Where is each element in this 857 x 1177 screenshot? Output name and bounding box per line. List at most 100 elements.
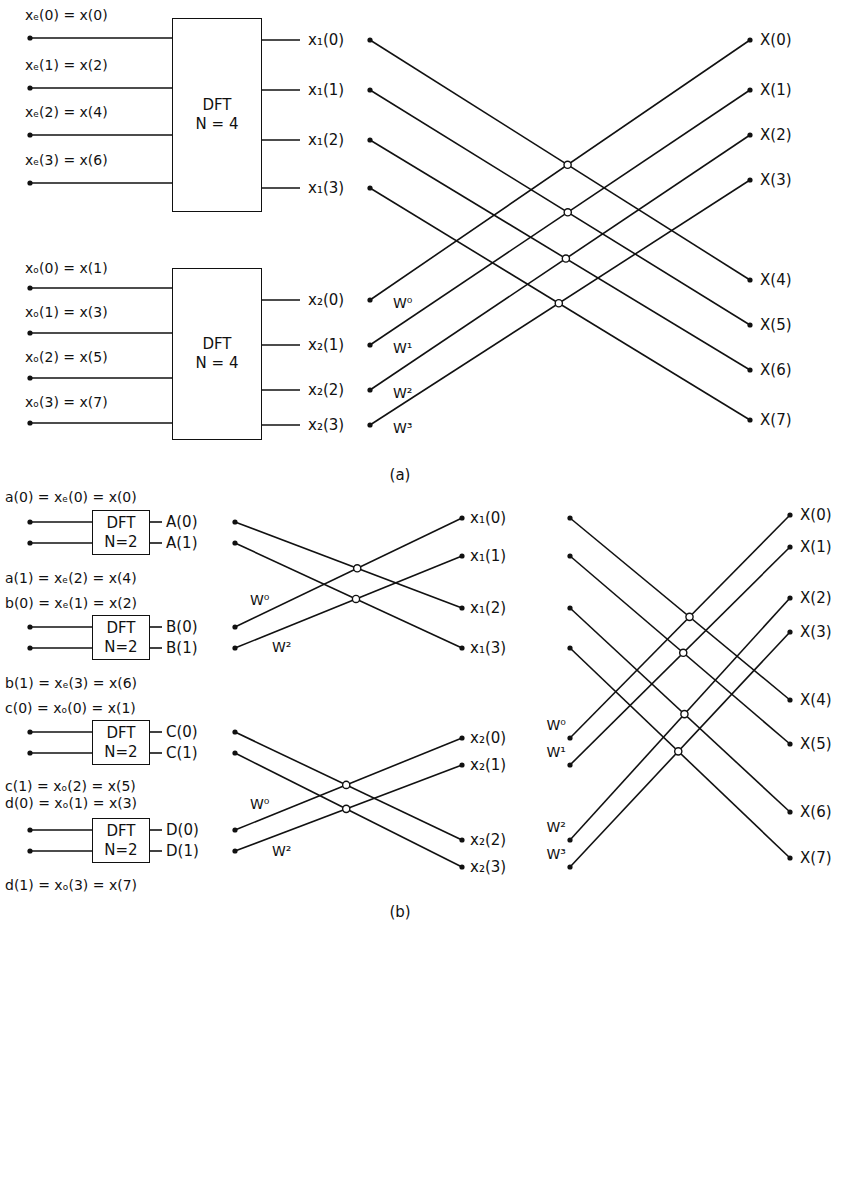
signal-line (370, 140, 750, 370)
signal-label: x₁(1) (308, 82, 344, 98)
box-text: N=2 (104, 841, 137, 860)
signal-line (370, 188, 750, 420)
signal-line (570, 632, 790, 867)
signal-line (150, 850, 162, 852)
terminal-dot (459, 645, 464, 650)
terminal-dot (27, 285, 32, 290)
signal-line (30, 134, 172, 136)
terminal-dot (232, 729, 237, 734)
signal-label: B(1) (166, 640, 198, 656)
terminal-dot (787, 512, 792, 517)
sum-node (354, 565, 361, 572)
signal-label: xₑ(2) = x(4) (25, 104, 108, 120)
terminal-dot (232, 750, 237, 755)
signal-label: X(3) (760, 172, 792, 188)
signal-line (570, 556, 790, 744)
terminal-dot (27, 540, 32, 545)
box-text: N = 4 (196, 354, 239, 373)
terminal-dot (27, 848, 32, 853)
signal-label: xₒ(3) = x(7) (25, 394, 108, 410)
terminal-dot (232, 645, 237, 650)
signal-label: X(2) (800, 590, 832, 606)
signal-label: x₂(1) (308, 337, 344, 353)
terminal-dot (787, 697, 792, 702)
twiddle-factor: W⁰ (250, 796, 269, 812)
signal-line (235, 738, 462, 830)
signal-label: X(5) (800, 736, 832, 752)
dft-box: DFTN=2 (92, 615, 150, 660)
signal-label: X(2) (760, 127, 792, 143)
terminal-dot (567, 553, 572, 558)
sum-node (555, 300, 562, 307)
sum-node (352, 595, 359, 602)
terminal-dot (367, 137, 372, 142)
signal-label: x₁(2) (308, 132, 344, 148)
terminal-dot (459, 515, 464, 520)
signal-label: d(0) = xₒ(1) = x(3) (5, 795, 137, 811)
terminal-dot (787, 809, 792, 814)
signal-line (150, 731, 162, 733)
signal-label: X(4) (760, 272, 792, 288)
terminal-dot (747, 37, 752, 42)
sum-node (675, 748, 682, 755)
signal-line (262, 299, 300, 301)
terminal-dot (787, 741, 792, 746)
terminal-dot (27, 330, 32, 335)
signal-label: C(0) (166, 724, 198, 740)
signal-label: b(1) = xₑ(3) = x(6) (5, 675, 137, 691)
signal-label: xₑ(1) = x(2) (25, 57, 108, 73)
signal-line (30, 850, 92, 852)
box-text: N = 4 (196, 115, 239, 134)
signal-line (570, 598, 790, 840)
signal-line (262, 139, 300, 141)
signal-line (262, 389, 300, 391)
signal-line (30, 422, 172, 424)
signal-line (150, 626, 162, 628)
signal-line (262, 89, 300, 91)
twiddle-factor: W² (272, 843, 291, 859)
signal-label: D(1) (166, 843, 199, 859)
terminal-dot (27, 827, 32, 832)
signal-line (235, 543, 462, 648)
signal-line (262, 187, 300, 189)
signal-label: xₑ(3) = x(6) (25, 152, 108, 168)
signal-label: x₂(3) (470, 859, 506, 875)
dft-box: DFTN = 4 (172, 18, 262, 212)
signal-line (370, 40, 750, 280)
signal-line (30, 542, 92, 544)
terminal-dot (787, 629, 792, 634)
sum-node (564, 161, 571, 168)
terminal-dot (232, 519, 237, 524)
signal-label: xₒ(1) = x(3) (25, 304, 108, 320)
box-text: DFT (202, 96, 231, 115)
terminal-dot (787, 544, 792, 549)
sum-node (686, 613, 693, 620)
twiddle-factor: W⁰ (393, 295, 412, 311)
signal-label: X(6) (760, 362, 792, 378)
signal-label: X(1) (760, 82, 792, 98)
terminal-dot (232, 827, 237, 832)
signal-label: c(0) = xₒ(0) = x(1) (5, 700, 136, 716)
sum-node (343, 781, 350, 788)
twiddle-factor: W² (272, 639, 291, 655)
terminal-dot (27, 180, 32, 185)
signal-line (30, 731, 92, 733)
twiddle-factor: W⁰ (250, 592, 269, 608)
terminal-dot (747, 277, 752, 282)
sum-node (680, 649, 687, 656)
signal-line (262, 39, 300, 41)
signal-line (30, 37, 172, 39)
signal-label: c(1) = xₒ(2) = x(5) (5, 778, 136, 794)
terminal-dot (367, 387, 372, 392)
signal-line (30, 377, 172, 379)
signal-line (30, 752, 92, 754)
signal-label: X(4) (800, 692, 832, 708)
twiddle-factor: W¹ (547, 744, 566, 760)
signal-line (30, 626, 92, 628)
signal-label: d(1) = xₒ(3) = x(7) (5, 877, 137, 893)
signal-line (570, 608, 790, 812)
signal-label: C(1) (166, 745, 198, 761)
twiddle-factor: W⁰ (547, 717, 566, 733)
signal-label: x₂(2) (308, 382, 344, 398)
